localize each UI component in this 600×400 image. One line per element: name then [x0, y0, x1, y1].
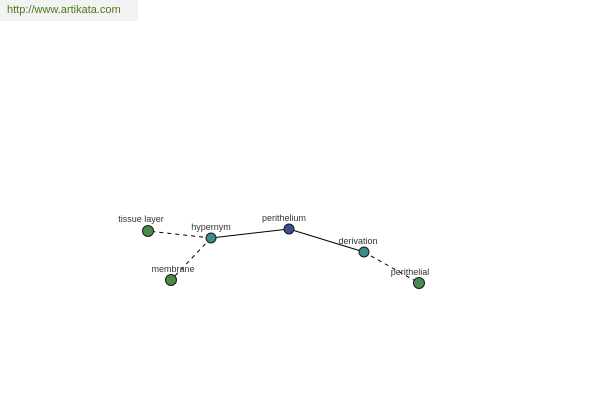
node-label-membrane: membrane — [151, 264, 194, 274]
nodes-layer: perithelium hypernym derivation tissue laye… — [118, 213, 429, 289]
node-label-perithelial: perithelial — [391, 267, 430, 277]
url-banner: http://www.artikata.com — [0, 0, 138, 21]
node-label-hypernym: hypernym — [191, 222, 231, 232]
edge-perithelium-hypernym — [210, 228, 290, 239]
node-label-tissue-layer: tissue layer — [118, 214, 164, 224]
edges-layer — [147, 228, 420, 284]
site-url-link[interactable]: http://www.artikata.com — [7, 4, 121, 16]
node-circle-perithelium[interactable] — [283, 223, 295, 235]
node-hypernym[interactable]: hypernym — [191, 222, 231, 244]
edge-hypernym-membrane — [170, 237, 212, 281]
node-circle-derivation[interactable] — [358, 246, 370, 258]
node-perithelial[interactable]: perithelial — [391, 267, 430, 289]
node-label-derivation: derivation — [338, 236, 377, 246]
edge-derivation-perithelial — [363, 251, 420, 284]
edge-perithelium-derivation — [288, 228, 365, 253]
node-circle-tissue-layer[interactable] — [142, 225, 154, 237]
edge-hypernym-tissue-layer — [147, 230, 212, 239]
node-circle-membrane[interactable] — [165, 274, 177, 286]
node-circle-hypernym[interactable] — [205, 232, 217, 244]
node-circle-perithelial[interactable] — [413, 277, 425, 289]
node-label-perithelium: perithelium — [262, 213, 306, 223]
node-derivation[interactable]: derivation — [338, 236, 378, 258]
node-membrane[interactable]: membrane — [151, 264, 195, 286]
node-tissue-layer[interactable]: tissue layer — [118, 214, 164, 237]
node-perithelium[interactable]: perithelium — [262, 213, 306, 235]
